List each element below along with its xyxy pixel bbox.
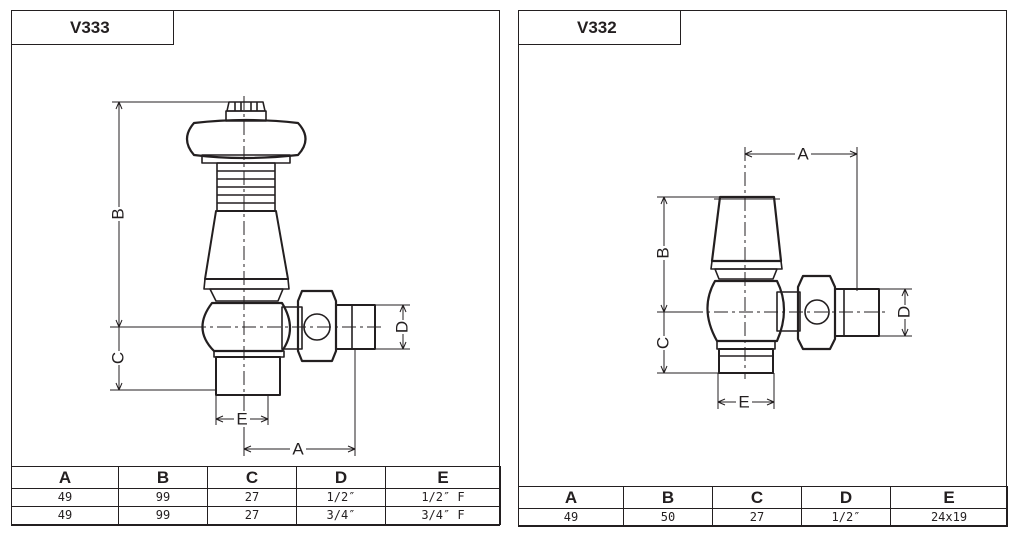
dim-label-c: C — [108, 352, 127, 364]
table-cell: 49 — [11, 488, 119, 507]
inlet-pipe — [718, 348, 774, 374]
cap-band — [710, 260, 783, 270]
model-title: V333 — [11, 10, 174, 45]
valve-cap — [226, 101, 266, 112]
dim-label-a: A — [292, 439, 304, 458]
union-nut — [796, 274, 837, 351]
table-row: 49 99 27 3/4″ 3/4″ F — [11, 506, 501, 525]
dim-label-a: A — [797, 144, 809, 163]
table-cell: 99 — [118, 506, 208, 525]
column-header: A — [11, 466, 119, 489]
dim-label-b: B — [653, 247, 672, 258]
valve-body — [706, 279, 786, 343]
model-title: V332 — [518, 10, 681, 45]
column-header: E — [890, 486, 1008, 509]
table-cell: 1/2″ — [296, 488, 386, 507]
table-cell: 49 — [518, 508, 624, 527]
table-cell: 3/4″ — [296, 506, 386, 525]
spec-table-v332: A B C D E 49 50 27 1/2″ 24x19 — [518, 486, 1008, 527]
dim-label-e: E — [738, 392, 749, 411]
table-cell: 24x19 — [890, 508, 1008, 527]
spec-table-v333: A B C D E 49 99 27 1/2″ 1/2″ F 49 99 27 … — [11, 466, 501, 525]
side-stub — [776, 291, 801, 332]
table-cell: 50 — [623, 508, 713, 527]
table-cell: 3/4″ F — [385, 506, 501, 525]
valve-drawing-v333: B C D E A — [108, 96, 411, 458]
shroud-band — [203, 278, 290, 290]
table-cell: 49 — [11, 506, 119, 525]
valve-drawing-v332: A B C D E — [653, 144, 913, 411]
column-header: B — [118, 466, 208, 489]
dim-label-d: D — [392, 321, 411, 333]
dim-label-b: B — [108, 208, 127, 219]
inlet-tail — [716, 340, 776, 350]
panel-v332: V332 — [518, 10, 1008, 527]
union-nut — [296, 289, 338, 363]
column-header: D — [296, 466, 386, 489]
table-cell: 1/2″ F — [385, 488, 501, 507]
inlet-pipe — [215, 356, 281, 396]
column-header: C — [712, 486, 802, 509]
column-header: B — [623, 486, 713, 509]
valve-cap — [710, 195, 783, 263]
inlet-tail — [213, 350, 285, 358]
dim-label-d: D — [894, 306, 913, 318]
handwheel-base — [201, 154, 291, 164]
dim-label-e: E — [236, 409, 247, 428]
table-cell: 27 — [207, 506, 297, 525]
table-header-row: A B C D E — [11, 466, 501, 489]
side-stub — [281, 306, 303, 350]
union-nut-hole — [804, 299, 830, 325]
panel-v333: V333 — [11, 10, 501, 526]
column-header: D — [801, 486, 891, 509]
table-cell: 27 — [207, 488, 297, 507]
shroud-ring — [209, 288, 284, 302]
table-cell: 27 — [712, 508, 802, 527]
table-cell: 99 — [118, 488, 208, 507]
table-row: 49 50 27 1/2″ 24x19 — [518, 508, 1008, 527]
column-header: C — [207, 466, 297, 489]
cap-ring — [714, 268, 778, 280]
outlet-pipe — [335, 304, 376, 350]
column-header: A — [518, 486, 624, 509]
table-cell: 1/2″ — [801, 508, 891, 527]
tapered-shroud — [204, 210, 289, 280]
dim-label-c: C — [653, 337, 672, 349]
column-header: E — [385, 466, 501, 489]
table-row: 49 99 27 1/2″ 1/2″ F — [11, 488, 501, 507]
handwheel — [185, 118, 307, 160]
table-header-row: A B C D E — [518, 486, 1008, 509]
